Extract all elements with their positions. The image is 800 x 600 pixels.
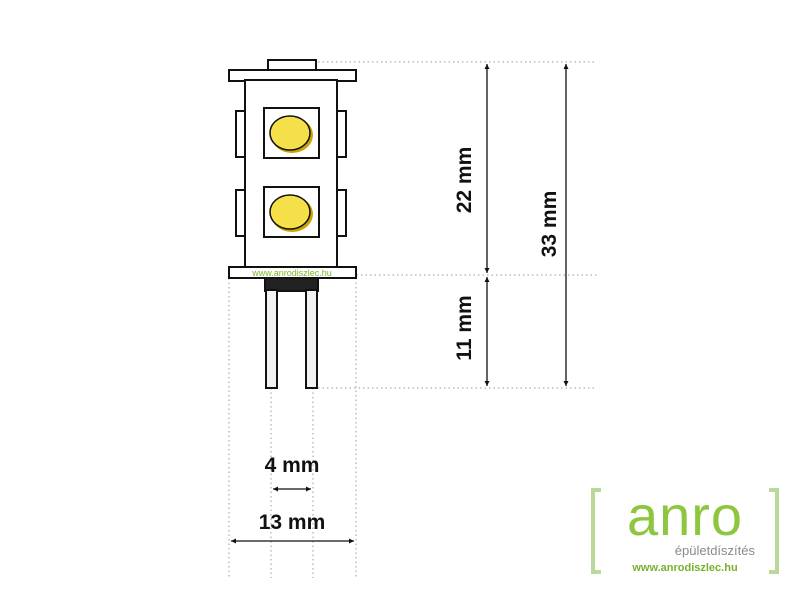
label-4mm: 4 mm (265, 454, 320, 477)
led-upper (269, 115, 311, 151)
dimension-arrows (231, 64, 569, 544)
leds (269, 115, 313, 232)
anro-logo: anro épületdíszítés www.anrodiszlec.hu (591, 486, 779, 580)
label-22mm: 22 mm (453, 147, 476, 214)
side-tab-right-upper (336, 110, 347, 158)
logo-url: www.anrodiszlec.hu (632, 562, 738, 574)
side-tab-right-lower (336, 189, 347, 237)
logo-bracket-left (591, 488, 601, 574)
led-lower (269, 194, 311, 230)
pin-base (264, 277, 319, 292)
logo-subtitle: épületdíszítés (674, 543, 755, 558)
label-11mm: 11 mm (453, 295, 476, 360)
pin-left (265, 289, 278, 389)
logo-bracket-right (769, 488, 779, 574)
side-tab-left-upper (235, 110, 246, 158)
label-33mm: 33 mm (538, 191, 561, 258)
guide-lines (228, 61, 597, 578)
plate-watermark: www.anrodiszlec.hu (251, 268, 332, 278)
side-tab-left-lower (235, 189, 246, 237)
label-13mm: 13 mm (259, 511, 326, 534)
logo-wordmark: anro (626, 484, 744, 547)
pin-right (305, 289, 318, 389)
